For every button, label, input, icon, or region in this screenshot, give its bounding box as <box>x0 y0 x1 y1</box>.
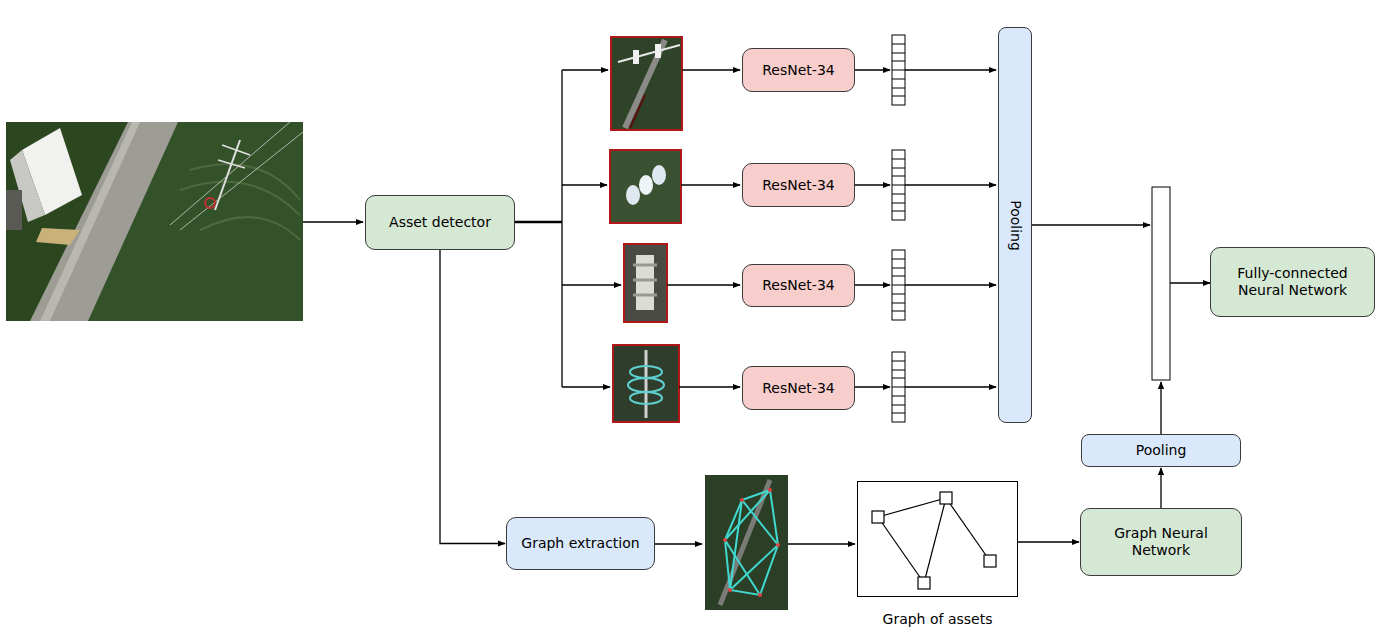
process-box: Asset detector <box>365 195 515 250</box>
node-label: Fully-connected Neural Network <box>1211 265 1374 299</box>
node-label: Pooling <box>1128 442 1195 459</box>
resnet-box: ResNet-34 <box>742 48 855 92</box>
asset-crop <box>624 244 667 322</box>
feature-vector-cells <box>892 44 905 413</box>
concat-vector <box>1152 187 1170 380</box>
asset-crop <box>613 345 679 422</box>
node-label: ResNet-34 <box>754 177 842 194</box>
process-box: Fully-connected Neural Network <box>1210 247 1375 317</box>
process-box: Graph Neural Network <box>1080 508 1242 576</box>
node-label: Asset detector <box>381 214 499 231</box>
node-label: Graph Neural Network <box>1081 525 1241 559</box>
feature-vector <box>892 35 905 422</box>
branch-lines <box>515 70 621 387</box>
connector <box>1160 468 1161 508</box>
graph-extraction-image <box>705 475 788 610</box>
node-label: Graph of assets <box>883 611 993 628</box>
resnet-box: ResNet-34 <box>742 366 855 410</box>
arrows <box>655 70 1210 544</box>
resnet-box: ResNet-34 <box>742 163 855 207</box>
arrow <box>303 221 363 222</box>
connector <box>440 250 505 544</box>
asset-graph <box>872 492 996 589</box>
graph-box: Graph of assets <box>857 481 1018 597</box>
node-label: ResNet-34 <box>754 277 842 294</box>
pooling-box: Pooling <box>998 27 1032 423</box>
process-box: Graph extraction <box>506 517 655 570</box>
connector <box>1018 541 1079 542</box>
pooling-box: Pooling <box>1081 434 1241 467</box>
node-label: ResNet-34 <box>754 62 842 79</box>
asset-crop <box>611 37 682 130</box>
node-label: Pooling <box>1007 200 1024 251</box>
aerial-photo <box>6 122 303 321</box>
asset-crop <box>610 150 681 223</box>
node-label: ResNet-34 <box>754 380 842 397</box>
node-label: Graph extraction <box>513 535 647 552</box>
resnet-box: ResNet-34 <box>742 264 855 307</box>
